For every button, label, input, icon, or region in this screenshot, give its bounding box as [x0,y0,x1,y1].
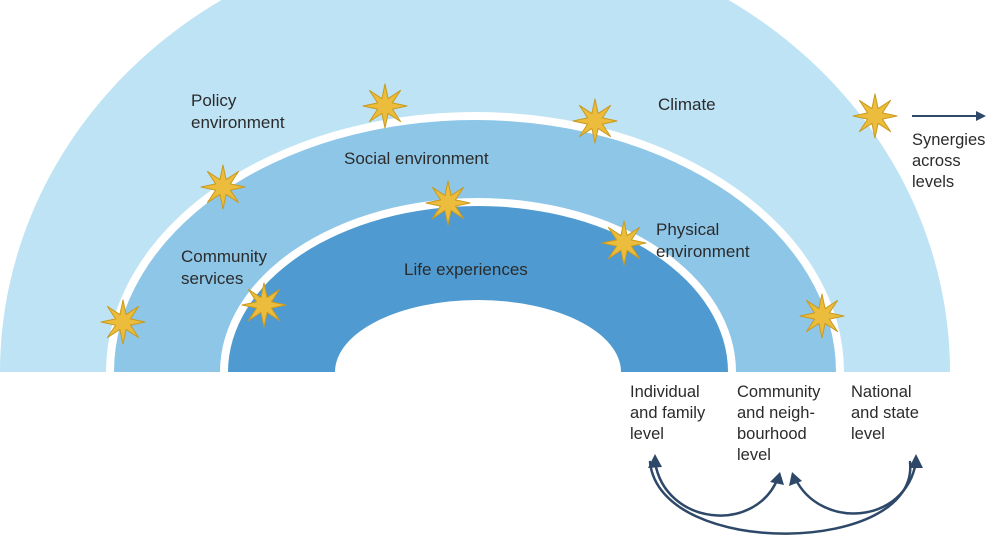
level-arrows [648,454,923,535]
arrowhead-individual [648,454,662,468]
arrow-right-icon [912,111,986,121]
star-icon [852,93,898,139]
star-icon [799,293,845,339]
arrowhead-community-left [770,472,784,485]
life-experiences-band [228,206,728,372]
star-icon [100,299,146,345]
synergy-stars [100,83,845,345]
policy-environment-label: Policy environment [191,91,285,132]
life-experiences-label: Life experiences [404,260,528,279]
star-icon [601,220,647,266]
legend-label: Synergies across levels [912,131,990,191]
rainbow-center [335,300,621,372]
climate-label: Climate [658,95,716,114]
arrow-national-to-community [793,460,918,515]
star-icon [362,83,408,129]
arrowhead-national [909,454,923,468]
star-icon [852,93,898,139]
star-icon [241,282,287,328]
star-icon [572,98,618,144]
community-neighbourhood-level-label: Community and neigh- bourhood level [737,383,825,464]
star-icon [200,164,246,210]
legend: Synergies across levels [852,93,990,191]
star-icon [425,180,471,226]
physical-environment-label: Physical environment [656,220,750,261]
arrow-national-to-individual [648,460,912,535]
social-environment-label: Social environment [344,149,489,168]
national-state-level-label: National and state level [851,383,923,443]
arrowhead-community-right [789,472,802,486]
community-services-label: Community services [181,247,272,288]
arrow-individual-to-community [653,460,780,517]
individual-family-level-label: Individual and family level [630,383,710,443]
